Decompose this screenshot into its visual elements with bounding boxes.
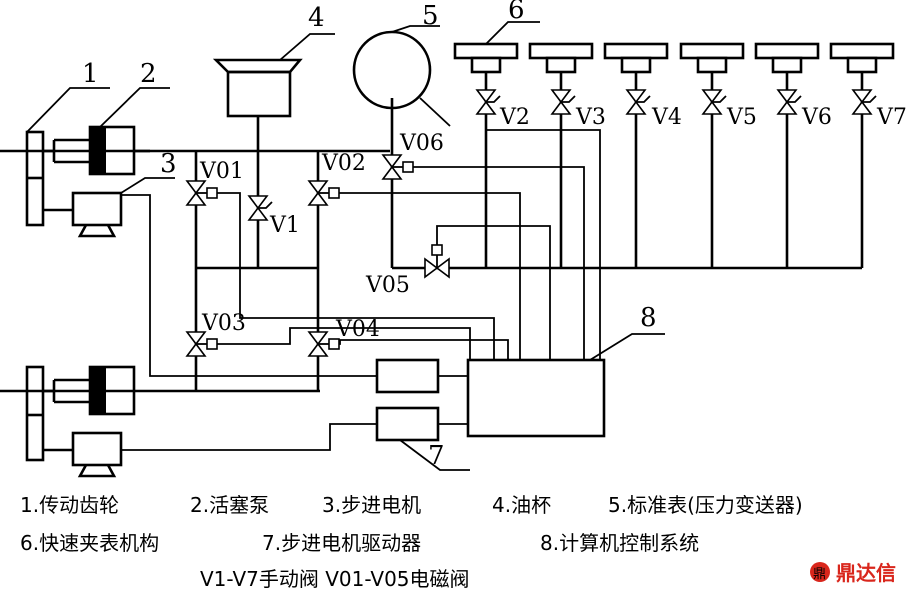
callout-5: 5 <box>422 1 439 31</box>
label-v5: V5 <box>726 105 757 130</box>
standard-gauge <box>352 30 432 110</box>
control-wiring <box>121 129 601 451</box>
label-v1: V1 <box>269 213 300 238</box>
callout-4: 4 <box>308 3 325 33</box>
valve-v3 <box>550 89 576 115</box>
label-v6: V6 <box>801 105 832 130</box>
lower-gear <box>25 365 45 462</box>
label-v2: V2 <box>499 105 530 130</box>
legend-item-7: 7.步进电机驱动器 <box>262 531 421 555</box>
callout-leaders <box>26 21 665 471</box>
stepper-driver-upper <box>375 358 440 394</box>
valve-v02 <box>307 180 340 206</box>
clamp-station-4 <box>679 42 745 74</box>
legend-valves: V1-V7手动阀 V01-V05电磁阀 <box>200 567 470 591</box>
legend: 1.传动齿轮 2.活塞泵 3.步进电机 4.油杯 5.标准表(压力变送器) 6.… <box>20 493 803 591</box>
svg-text:鼎: 鼎 <box>813 567 826 582</box>
valve-v5 <box>701 89 727 115</box>
valve-v4 <box>625 89 651 115</box>
valve-labels: V01 V02 V03 V04 V05 V06 V1 V2 V3 V4 V5 V… <box>199 105 907 342</box>
clamp-station-3 <box>603 42 669 74</box>
label-v05: V05 <box>365 273 410 298</box>
callout-6: 6 <box>508 0 525 25</box>
lower-stepper-motor <box>43 431 123 478</box>
clamp-station-6 <box>829 42 895 74</box>
clamp-station-5 <box>754 42 820 74</box>
legend-item-4: 4.油杯 <box>492 493 551 517</box>
watermark-text: 鼎达信 <box>836 561 896 585</box>
clamp-station-1 <box>453 42 519 74</box>
valve-v6 <box>776 89 802 115</box>
oil-cup <box>212 58 303 118</box>
label-v04: V04 <box>335 317 380 342</box>
callout-2: 2 <box>140 59 157 89</box>
callout-8: 8 <box>640 303 657 333</box>
label-v01: V01 <box>199 159 244 184</box>
valve-v2 <box>475 89 501 115</box>
valves <box>185 89 877 357</box>
label-v03: V03 <box>201 311 246 336</box>
legend-item-1: 1.传动齿轮 <box>20 493 119 517</box>
valve-v03 <box>185 331 218 357</box>
callout-numbers: 1 2 3 4 5 6 7 8 <box>82 0 657 471</box>
legend-item-5: 5.标准表(压力变送器) <box>608 493 803 517</box>
clamp-stations <box>453 42 895 74</box>
valve-v04 <box>307 331 340 357</box>
label-v06: V06 <box>399 131 444 156</box>
label-v4: V4 <box>651 105 682 130</box>
label-v02: V02 <box>321 151 366 176</box>
valve-v7 <box>851 89 877 115</box>
upper-gear <box>25 130 45 227</box>
valve-v05 <box>424 244 450 279</box>
callout-1: 1 <box>82 59 99 89</box>
callout-7: 7 <box>428 441 445 471</box>
legend-item-2: 2.活塞泵 <box>190 493 269 517</box>
legend-item-3: 3.步进电机 <box>322 493 421 517</box>
label-v7: V7 <box>876 105 907 130</box>
stepper-driver-lower <box>375 406 440 442</box>
label-v3: V3 <box>575 105 606 130</box>
valve-v06 <box>381 154 414 180</box>
callout-3: 3 <box>160 149 177 179</box>
watermark-logo: 鼎 鼎达信 <box>810 561 896 585</box>
clamp-station-2 <box>528 42 594 74</box>
valve-v01 <box>185 180 218 206</box>
valve-v1 <box>247 195 273 221</box>
legend-item-8: 8.计算机控制系统 <box>540 531 699 555</box>
upper-stepper-motor <box>43 191 123 238</box>
computer-control-system <box>466 358 606 438</box>
legend-item-6: 6.快速夹表机构 <box>20 531 159 555</box>
